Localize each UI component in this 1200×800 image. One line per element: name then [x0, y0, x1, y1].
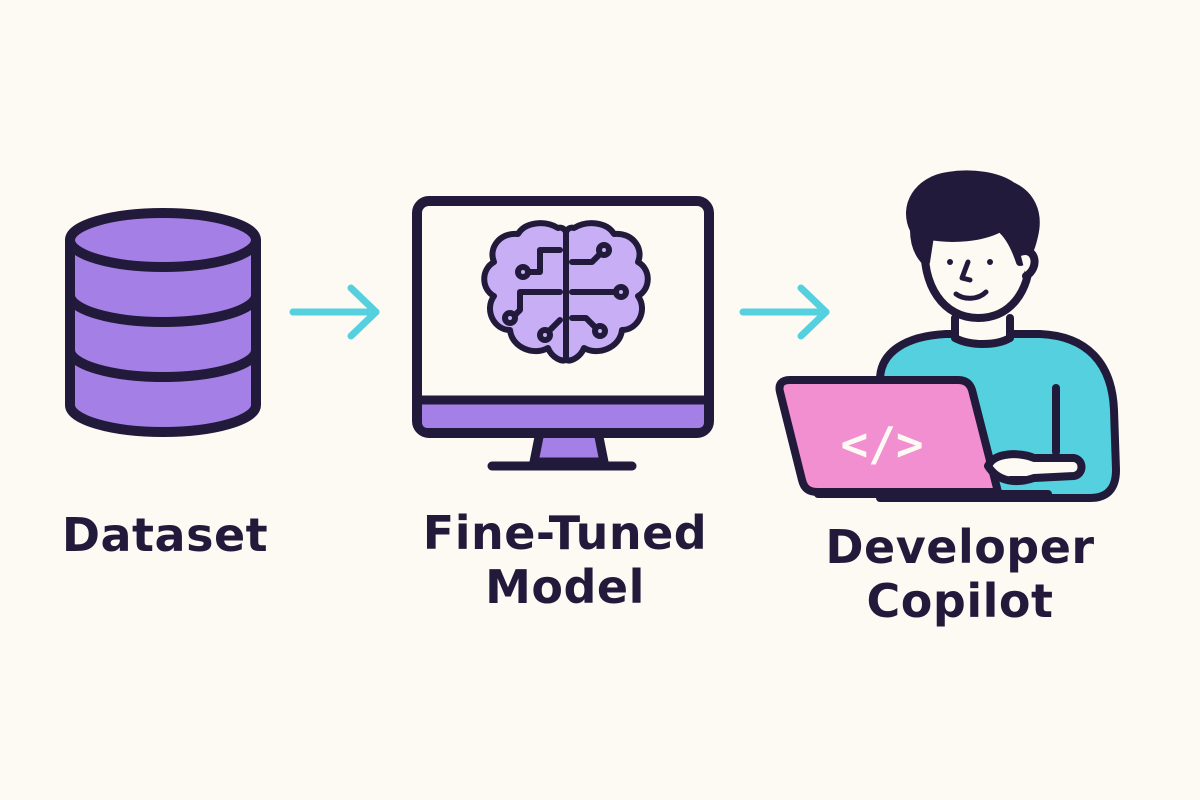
dataset-label-text: Dataset — [61, 508, 269, 562]
developer-laptop-icon: </> — [775, 170, 1120, 502]
copilot-label-line2: Copilot — [866, 574, 1054, 628]
model-label-line2: Model — [485, 560, 645, 614]
model-label-line1: Fine-Tuned — [422, 506, 708, 560]
brain-icon — [481, 220, 651, 364]
copilot-label-line1: Developer — [825, 520, 1095, 574]
model-label: Fine-Tuned Model — [405, 506, 725, 614]
monitor-brain-icon — [412, 196, 714, 471]
dataset-label: Dataset — [40, 508, 290, 562]
arrow-right-icon — [289, 284, 380, 340]
code-symbol: </> — [840, 417, 923, 471]
copilot-label: Developer Copilot — [800, 520, 1120, 628]
database-icon — [65, 208, 261, 437]
arrow-right-icon — [739, 284, 830, 340]
